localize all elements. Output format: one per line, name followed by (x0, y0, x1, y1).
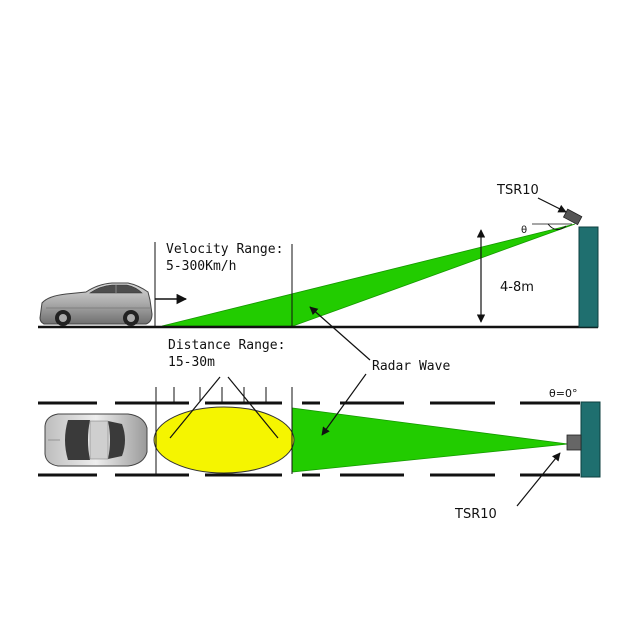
distance-ticks (173, 387, 267, 402)
side-sensor (562, 208, 583, 226)
radar-wave-label: Radar Wave (372, 359, 450, 374)
side-sensor-label: TSR10 (496, 183, 539, 198)
radar-wave-callout: Radar Wave (309, 306, 450, 436)
velocity-range-value: 5-300Km/h (166, 259, 236, 274)
top-pole (580, 401, 601, 478)
radar-pointer-side (309, 306, 371, 361)
velocity-range-title: Velocity Range: (166, 242, 283, 257)
side-angle-label: θ (521, 225, 527, 236)
top-sensor-pointer (516, 452, 561, 507)
side-radar-beam (161, 223, 576, 327)
top-angle-label: θ=0° (549, 387, 577, 400)
top-sensor (566, 434, 582, 451)
distance-pointer-right (227, 376, 279, 439)
detection-zone (153, 406, 295, 474)
top-radar-beam (291, 407, 569, 473)
radar-pointer-top (321, 373, 367, 436)
side-sensor-pointer (537, 197, 567, 213)
top-car (33, 406, 150, 470)
side-view: TSR10 θ Velocity Range: 5-300Km/h 4-8m (38, 183, 599, 329)
angle-arc (547, 223, 567, 230)
height-label: 4-8m (500, 280, 534, 295)
distance-range-value: 15-30m (168, 355, 215, 370)
side-pole (578, 226, 599, 328)
distance-pointer-left (169, 376, 221, 439)
top-sensor-label: TSR10 (454, 507, 497, 522)
top-view: Distance Range: 15-30m θ=0° TSR10 (33, 338, 601, 522)
distance-range-title: Distance Range: (168, 338, 285, 353)
side-car (39, 282, 153, 326)
